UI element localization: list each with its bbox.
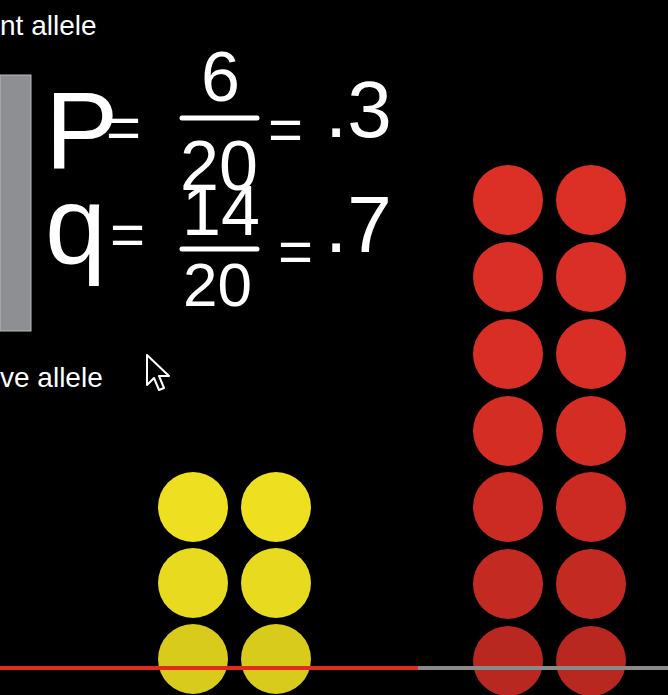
photo-border xyxy=(0,75,31,331)
allele-dot xyxy=(241,472,311,542)
numerator: 6 xyxy=(201,42,240,112)
result: .7 xyxy=(325,185,392,265)
operator: = xyxy=(268,100,303,160)
allele-dot xyxy=(473,472,543,542)
progress-remaining xyxy=(418,666,668,670)
allele-dot xyxy=(241,548,311,618)
operator: = xyxy=(110,205,145,265)
progress-played xyxy=(0,666,418,670)
allele-dot xyxy=(556,319,626,389)
allele-dot xyxy=(473,319,543,389)
allele-dot xyxy=(158,548,228,618)
yellow-alleles xyxy=(158,472,311,694)
allele-dot xyxy=(556,549,626,619)
allele-dot xyxy=(158,624,228,694)
red-alleles xyxy=(473,165,626,695)
allele-dot xyxy=(556,165,626,235)
allele-dot xyxy=(556,472,626,542)
symbol: q xyxy=(45,170,106,280)
operator: = xyxy=(278,222,313,282)
caption-fragment: nt allele xyxy=(0,12,97,40)
allele-dot xyxy=(158,472,228,542)
allele-dot xyxy=(473,242,543,312)
allele-dot xyxy=(241,624,311,694)
allele-dot xyxy=(556,626,626,695)
allele-dot xyxy=(473,549,543,619)
allele-dot xyxy=(473,165,543,235)
allele-dot xyxy=(473,396,543,466)
mouse-cursor xyxy=(147,355,169,390)
fraction-bar xyxy=(182,247,257,252)
allele-dot xyxy=(473,626,543,695)
denominator: 20 xyxy=(183,254,252,316)
caption-fragment: ve allele xyxy=(0,364,103,392)
allele-dot xyxy=(556,242,626,312)
operator: = xyxy=(106,98,141,158)
allele-dot xyxy=(556,396,626,466)
result: .3 xyxy=(325,70,392,150)
fraction-bar xyxy=(182,116,257,121)
photo-thumbnail xyxy=(0,75,31,331)
numerator: 14 xyxy=(182,176,260,246)
